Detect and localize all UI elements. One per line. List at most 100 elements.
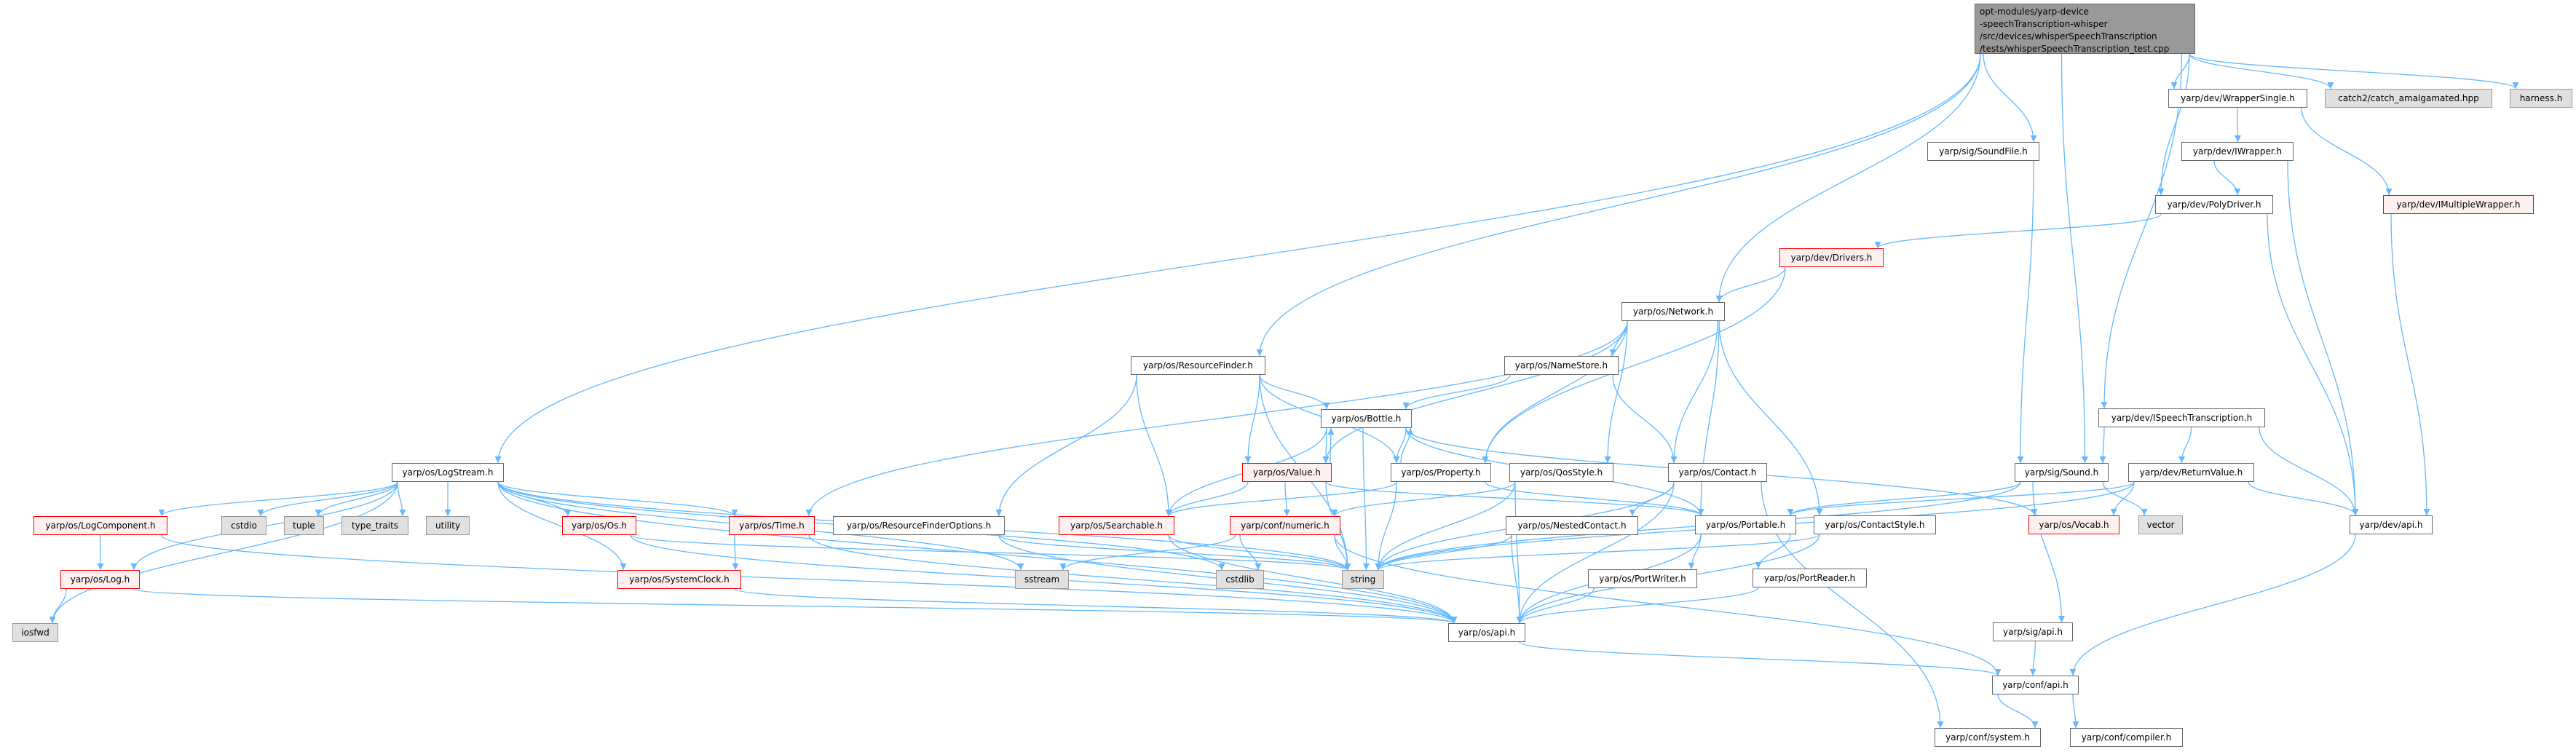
edge-value-to-bottle — [1327, 427, 1335, 464]
node-os[interactable]: yarp/os/Os.h — [562, 516, 636, 535]
edge-qosstyle-to-string — [1375, 481, 1516, 571]
node-contactstyle[interactable]: yarp/os/ContactStyle.h — [1814, 515, 1936, 534]
edge-drivers-to-property — [1482, 266, 1786, 464]
edge-root-to-wrappersingle — [2170, 53, 2190, 90]
node-catch2[interactable]: catch2/catch_amalgamated.hpp — [2325, 89, 2492, 108]
node-numeric[interactable]: yarp/conf/numeric.h — [1230, 516, 1340, 535]
node-resourcefinder[interactable]: yarp/os/ResourceFinder.h — [1131, 356, 1265, 375]
edge-network-to-contactstyle — [1718, 320, 1823, 516]
root-file-node[interactable]: opt-modules/yarp-device -speechTranscrip… — [1975, 4, 2195, 54]
node-sstream[interactable]: sstream — [1015, 570, 1069, 589]
edge-sound-to-portable — [1787, 481, 2021, 516]
node-utility[interactable]: utility — [426, 516, 470, 535]
edge-resourcefinder-to-rfoptions — [995, 374, 1137, 517]
node-drivers[interactable]: yarp/dev/Drivers.h — [1779, 248, 1884, 267]
node-qosstyle[interactable]: yarp/os/QosStyle.h — [1509, 463, 1613, 482]
edge-network-to-value — [1322, 320, 1628, 464]
edge-os-to-string — [630, 534, 1351, 571]
node-polydriver[interactable]: yarp/dev/PolyDriver.h — [2155, 195, 2273, 214]
node-ispeech[interactable]: yarp/dev/ISpeechTranscription.h — [2098, 408, 2265, 427]
edge-soundfile-to-sound — [2017, 160, 2034, 464]
node-cstdlib[interactable]: cstdlib — [1216, 570, 1264, 589]
edge-logstream-to-iosfwd — [49, 481, 398, 624]
edge-log-to-osapi — [133, 588, 1457, 624]
node-logcomponent[interactable]: yarp/os/LogComponent.h — [33, 516, 167, 535]
node-systemclock[interactable]: yarp/os/SystemClock.h — [617, 570, 741, 589]
node-wrappersingle[interactable]: yarp/dev/WrapperSingle.h — [2168, 89, 2307, 108]
edge-property-to-searchable — [1165, 481, 1397, 517]
edge-ispeech-to-returnvalue — [2178, 427, 2192, 464]
root-file-line: /src/devices/whisperSpeechTranscription — [1980, 31, 2157, 41]
node-confapi[interactable]: yarp/conf/api.h — [1992, 676, 2079, 694]
node-nestedcontact[interactable]: yarp/os/NestedContact.h — [1506, 516, 1638, 535]
edge-ispeech-to-devapi — [2259, 427, 2359, 516]
edge-searchable-to-osapi — [1168, 534, 1458, 624]
node-iosfwd[interactable]: iosfwd — [12, 623, 58, 642]
edge-contactstyle-to-string — [1375, 534, 1820, 571]
edge-numeric-to-cstdlib — [1239, 534, 1262, 571]
edge-confapi-to-system — [1997, 694, 2039, 729]
node-bottle[interactable]: yarp/os/Bottle.h — [1321, 409, 1412, 428]
edge-polydriver-to-devapi — [2267, 213, 2359, 516]
edge-qosstyle-to-osapi — [1514, 481, 1523, 624]
node-tuple[interactable]: tuple — [284, 516, 324, 535]
edge-sigapi-to-confapi — [2029, 641, 2036, 676]
node-rfoptions[interactable]: yarp/os/ResourceFinderOptions.h — [833, 516, 1005, 535]
node-osapi[interactable]: yarp/os/api.h — [1448, 623, 1525, 642]
edge-systemclock-to-osapi — [735, 588, 1458, 624]
edge-namestore-to-contact — [1612, 374, 1678, 464]
node-value[interactable]: yarp/os/Value.h — [1242, 463, 1332, 482]
node-imultiplewrapper[interactable]: yarp/dev/IMultipleWrapper.h — [2383, 195, 2534, 214]
edge-numeric-to-sstream — [1059, 534, 1236, 571]
node-returnvalue[interactable]: yarp/dev/ReturnValue.h — [2128, 463, 2254, 482]
edge-logcomponent-to-log — [97, 534, 104, 571]
edge-confapi-to-compiler — [2072, 694, 2079, 729]
node-portwriter[interactable]: yarp/os/PortWriter.h — [1588, 569, 1697, 588]
node-compiler[interactable]: yarp/conf/compiler.h — [2070, 728, 2183, 747]
node-harness[interactable]: harness.h — [2510, 89, 2572, 108]
node-property[interactable]: yarp/os/Property.h — [1391, 463, 1491, 482]
node-searchable[interactable]: yarp/os/Searchable.h — [1059, 516, 1174, 535]
edge-logstream-to-time — [497, 481, 738, 517]
edge-root-to-logstream — [494, 53, 1981, 464]
node-logstream[interactable]: yarp/os/LogStream.h — [392, 463, 504, 482]
edge-resourcefinder-to-bottle — [1259, 374, 1330, 410]
node-contact[interactable]: yarp/os/Contact.h — [1668, 463, 1767, 482]
edge-logstream-to-cstdio — [257, 481, 398, 517]
edge-imultiplewrapper-to-devapi — [2390, 213, 2430, 516]
edge-rfoptions-to-string — [998, 534, 1351, 571]
edge-root-to-ispeech — [2101, 53, 2183, 409]
node-string[interactable]: string — [1342, 570, 1384, 589]
node-namestore[interactable]: yarp/os/NameStore.h — [1504, 356, 1619, 375]
node-vocab[interactable]: yarp/os/Vocab.h — [2028, 515, 2119, 534]
node-system[interactable]: yarp/conf/system.h — [1935, 728, 2041, 747]
edge-searchable-to-string — [1168, 534, 1351, 571]
edge-qosstyle-to-numeric — [1331, 481, 1516, 517]
edge-namestore-to-bottle — [1402, 374, 1511, 410]
node-soundfile[interactable]: yarp/sig/SoundFile.h — [1927, 142, 2039, 161]
edge-logstream-to-type_traits — [397, 481, 406, 517]
edge-returnvalue-to-devapi — [2248, 481, 2359, 516]
node-devapi[interactable]: yarp/dev/api.h — [2350, 515, 2433, 534]
node-portable[interactable]: yarp/os/Portable.h — [1695, 515, 1796, 534]
node-iwrapper[interactable]: yarp/dev/IWrapper.h — [2181, 142, 2293, 161]
edge-network-to-portable — [1697, 320, 1720, 516]
node-portreader[interactable]: yarp/os/PortReader.h — [1753, 569, 1867, 587]
node-network[interactable]: yarp/os/Network.h — [1621, 302, 1725, 321]
edge-osapi-to-confapi — [1519, 641, 2002, 676]
node-sound[interactable]: yarp/sig/Sound.h — [2015, 463, 2109, 482]
edge-property-to-string — [1375, 481, 1397, 571]
node-type_traits[interactable]: type_traits — [341, 516, 408, 535]
edge-time-to-osapi — [808, 534, 1458, 624]
edge-network-to-time — [805, 320, 1628, 517]
node-sigapi[interactable]: yarp/sig/api.h — [1993, 622, 2073, 641]
node-cstdio[interactable]: cstdio — [221, 516, 266, 535]
node-log[interactable]: yarp/os/Log.h — [60, 570, 140, 589]
edge-property-to-portable — [1485, 481, 1704, 516]
edge-logstream-to-systemclock — [497, 481, 627, 571]
node-vector[interactable]: vector — [2138, 515, 2183, 534]
node-time[interactable]: yarp/os/Time.h — [729, 516, 815, 535]
edge-property-to-bottle — [1400, 427, 1414, 464]
edge-ispeech-to-sound — [2099, 427, 2106, 464]
